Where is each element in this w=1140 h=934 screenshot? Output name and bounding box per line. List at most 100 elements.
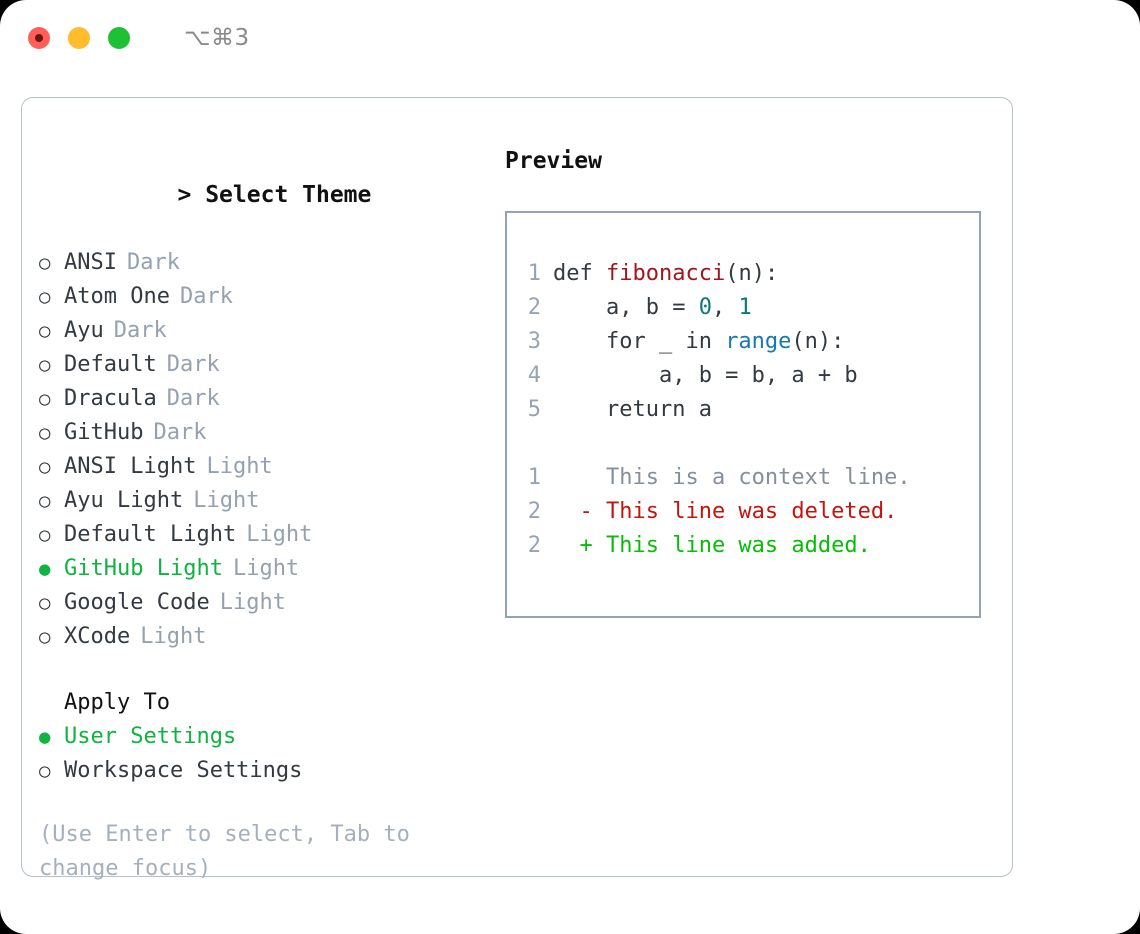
code-token: , <box>711 295 739 320</box>
diff-line: 2 + This line was added. <box>527 529 979 563</box>
title-bar: ⌥⌘3 <box>0 0 1140 76</box>
select-theme-title: Select Theme <box>205 182 372 208</box>
line-number: 1 <box>527 465 541 490</box>
apply-to-label: Workspace Settings <box>64 758 303 783</box>
theme-name-label: GitHub Light <box>64 556 223 581</box>
theme-variant-tag: Dark <box>179 284 233 309</box>
theme-name-label: Default <box>64 352 157 377</box>
theme-list-item[interactable]: ○ GitHub Dark <box>39 416 492 450</box>
traffic-lights <box>28 27 130 49</box>
theme-name-label: Ayu <box>64 318 104 343</box>
code-line: 4 a, b = b, a + b <box>527 359 979 393</box>
code-token: 0 <box>698 295 712 320</box>
theme-list-item[interactable]: ○ XCode Light <box>39 620 492 654</box>
radio-unselected-icon: ○ <box>39 320 51 342</box>
radio-unselected-icon: ○ <box>39 388 51 410</box>
theme-variant-tag: Light <box>206 454 273 479</box>
select-theme-header: > Select Theme <box>39 144 492 246</box>
radio-unselected-icon: ○ <box>39 422 51 444</box>
code-token: def <box>553 261 606 286</box>
code-token: fibonacci <box>605 261 726 286</box>
theme-variant-tag: Dark <box>166 386 220 411</box>
theme-variant-tag: Dark <box>126 250 180 275</box>
line-number: 2 <box>527 533 541 558</box>
preview-title: Preview <box>505 148 602 174</box>
minimize-window-button[interactable] <box>68 27 90 49</box>
line-number: 2 <box>527 499 541 524</box>
diff-text: - This line was deleted. <box>553 499 898 524</box>
keyboard-shortcut-label: ⌥⌘3 <box>184 25 250 51</box>
code-token: for _ in <box>553 329 726 354</box>
radio-unselected-icon: ○ <box>39 456 51 478</box>
theme-list-item[interactable]: ○ Dracula Dark <box>39 382 492 416</box>
diff-line: 2 - This line was deleted. <box>527 495 979 529</box>
theme-name-label: Google Code <box>64 590 210 615</box>
radio-unselected-icon: ○ <box>39 524 51 546</box>
code-token: range <box>725 329 792 354</box>
theme-variant-tag: Dark <box>166 352 220 377</box>
apply-to-label: User Settings <box>64 724 237 749</box>
theme-variant-tag: Light <box>219 590 286 615</box>
theme-name-label: Default Light <box>64 522 237 547</box>
radio-unselected-icon: ○ <box>39 354 51 376</box>
line-number: 3 <box>527 329 541 354</box>
theme-variant-tag: Light <box>193 488 260 513</box>
code-line: 5 return a <box>527 393 979 427</box>
radio-unselected-icon: ○ <box>39 760 51 782</box>
radio-unselected-icon: ○ <box>39 252 51 274</box>
theme-name-label: Dracula <box>64 386 157 411</box>
code-token: a, b = <box>553 295 699 320</box>
radio-selected-icon: ● <box>39 558 51 580</box>
theme-list-item[interactable]: ○ ANSI Light Light <box>39 450 492 484</box>
theme-name-label: GitHub <box>64 420 144 445</box>
theme-variant-tag: Dark <box>113 318 167 343</box>
code-line: 3 for _ in range(n): <box>527 325 979 359</box>
theme-variant-tag: Dark <box>153 420 207 445</box>
code-token: (n): <box>725 261 779 286</box>
header-caret-marker: > <box>177 182 192 208</box>
theme-list-item[interactable]: ○ Atom One Dark <box>39 280 492 314</box>
theme-name-label: Atom One <box>64 284 170 309</box>
diff-text: + This line was added. <box>553 533 871 558</box>
radio-unselected-icon: ○ <box>39 626 51 648</box>
code-token: a, b = b, a + b <box>553 363 858 388</box>
theme-variant-tag: Light <box>140 624 207 649</box>
radio-selected-icon: ● <box>39 726 51 748</box>
theme-list-item[interactable]: ○ Ayu Dark <box>39 314 492 348</box>
radio-unselected-icon: ○ <box>39 592 51 614</box>
keyboard-hint-text: (Use Enter to select, Tab to change focu… <box>39 822 410 881</box>
line-number: 4 <box>527 363 541 388</box>
code-token: 1 <box>738 295 752 320</box>
line-number: 5 <box>527 397 541 422</box>
theme-list-item[interactable]: ○ Google Code Light <box>39 586 492 620</box>
apply-to-option[interactable]: ● User Settings <box>39 720 492 754</box>
diff-line: 1 This is a context line. <box>527 461 979 495</box>
line-number: 2 <box>527 295 541 320</box>
theme-name-label: XCode <box>64 624 131 649</box>
apply-to-title: Apply To <box>64 690 170 715</box>
diff-text: This is a context line. <box>553 465 911 490</box>
maximize-window-button[interactable] <box>108 27 130 49</box>
apply-to-option[interactable]: ○ Workspace Settings <box>39 754 492 788</box>
code-token: return a <box>553 397 712 422</box>
theme-list-item[interactable]: ● GitHub Light Light <box>39 552 492 586</box>
theme-variant-tag: Light <box>232 556 300 581</box>
apply-to-list[interactable]: ● User Settings ○ Workspace Settings <box>39 720 492 788</box>
radio-unselected-icon: ○ <box>39 286 51 308</box>
theme-list-item[interactable]: ○ Default Dark <box>39 348 492 382</box>
radio-unselected-icon: ○ <box>39 490 51 512</box>
code-token: (n): <box>791 329 845 354</box>
theme-name-label: ANSI Light <box>64 454 197 479</box>
close-window-button[interactable] <box>28 27 50 49</box>
